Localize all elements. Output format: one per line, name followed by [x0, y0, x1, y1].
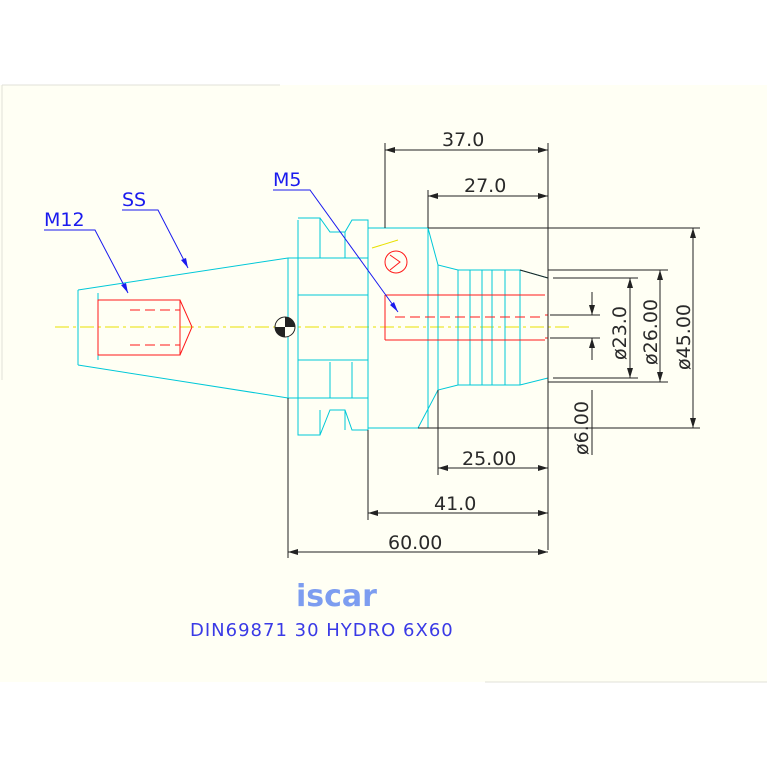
- dimension-arrows: [288, 147, 696, 555]
- m5-arrow: [390, 302, 398, 312]
- screw-hint: [371, 239, 399, 249]
- m12-arrow: [121, 283, 128, 293]
- center-mark-fill-b: [275, 327, 285, 337]
- m12-bore: [97, 299, 181, 356]
- callout-ss: SS: [122, 189, 146, 211]
- m12-cone: [179, 299, 193, 356]
- dim-dia6: ø6.00: [571, 401, 593, 455]
- dim-dia26: ø26.00: [640, 299, 662, 365]
- m5-leader: [273, 189, 399, 313]
- flange-ribs: [319, 218, 353, 435]
- m12-thread: [130, 309, 180, 346]
- dim-dia23: ø23.0: [609, 306, 631, 360]
- ss-arrow: [181, 258, 188, 268]
- inner-bore: [384, 294, 545, 341]
- flange-lines: [298, 257, 368, 399]
- dim-60: 60.00: [388, 532, 442, 554]
- dim-41: 41.0: [434, 493, 476, 515]
- taper-shank: [77, 257, 289, 399]
- iscar-logo: iscar: [296, 579, 377, 614]
- dim-25: 25.00: [462, 448, 516, 470]
- m12-leader: [44, 229, 129, 294]
- hidden-features: [97, 250, 549, 356]
- ss-leader: [122, 209, 189, 269]
- dimension-lines: [287, 143, 700, 558]
- callout-m12: M12: [44, 209, 85, 231]
- body-step: [427, 228, 439, 428]
- callouts: M5 SS M12: [44, 169, 399, 313]
- center-mark-fill-a: [285, 317, 295, 327]
- clamp-rings: [457, 270, 521, 385]
- nose-edge: [519, 269, 549, 279]
- callout-m5: M5: [273, 169, 301, 191]
- dim-27: 27.0: [464, 175, 506, 197]
- paper-background: [0, 85, 767, 682]
- drawing-title: DIN69871 30 HYDRO 6X60: [190, 620, 454, 641]
- m5-screw-mark: [389, 254, 401, 271]
- dim-37: 37.0: [442, 129, 484, 151]
- m5-screw-circle: [384, 250, 408, 274]
- dim-dia45: ø45.00: [673, 304, 695, 370]
